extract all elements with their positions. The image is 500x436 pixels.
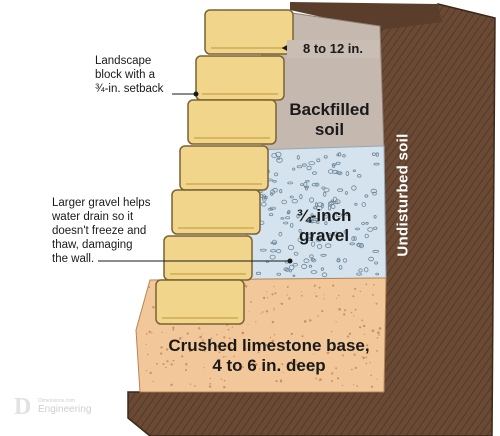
base-dots bbox=[145, 283, 382, 389]
watermark-small-text: Dimensions.com bbox=[38, 398, 75, 404]
label-gravel: ¾-inch gravel bbox=[276, 206, 372, 246]
label-larger-gravel: Larger gravel helps water drain so it do… bbox=[52, 196, 150, 266]
watermark-logo: D bbox=[14, 394, 32, 420]
watermark-main-text: Engineering bbox=[38, 404, 92, 415]
backfilled-soil-line-2: soil bbox=[314, 120, 345, 139]
landscape-block-1 bbox=[204, 9, 294, 55]
larger-gravel-line-1: Larger gravel helps bbox=[52, 197, 151, 209]
gravel-line-2: gravel bbox=[298, 226, 350, 245]
undisturbed-soil-text: Undisturbed soil bbox=[394, 133, 412, 257]
label-backfilled-soil: Backfilled soil bbox=[282, 100, 377, 140]
landscape-block-line-2: block with a bbox=[95, 69, 156, 81]
larger-gravel-line-4: thaw, damaging bbox=[52, 239, 133, 251]
larger-gravel-line-3: doesn't freeze and bbox=[52, 225, 147, 237]
label-base: Crushed limestone base, 4 to 6 in. deep bbox=[150, 336, 388, 376]
gravel-line-1: ¾-inch bbox=[296, 206, 352, 225]
landscape-block-line-3: ¾-in. setback bbox=[95, 83, 164, 95]
landscape-blocks bbox=[155, 9, 294, 325]
dimension-label: 8 to 12 in. bbox=[287, 40, 379, 58]
landscape-block-3 bbox=[187, 99, 277, 145]
watermark: D Dimensions.com Engineering bbox=[14, 393, 134, 423]
landscape-block-5 bbox=[171, 189, 261, 235]
undisturbed-soil-top bbox=[290, 2, 442, 30]
leader-lines bbox=[98, 91, 293, 264]
base-line-2: 4 to 6 in. deep bbox=[212, 356, 326, 375]
label-landscape-block: Landscape block with a ¾-in. setback bbox=[95, 54, 163, 96]
base-line-1: Crushed limestone base, bbox=[168, 336, 370, 355]
larger-gravel-line-5: the wall. bbox=[52, 253, 95, 265]
landscape-block-line-1: Landscape bbox=[95, 55, 152, 67]
larger-gravel-line-2: water drain so it bbox=[52, 211, 134, 223]
backfilled-soil-line-1: Backfilled bbox=[289, 100, 370, 119]
landscape-block-7 bbox=[155, 279, 245, 325]
